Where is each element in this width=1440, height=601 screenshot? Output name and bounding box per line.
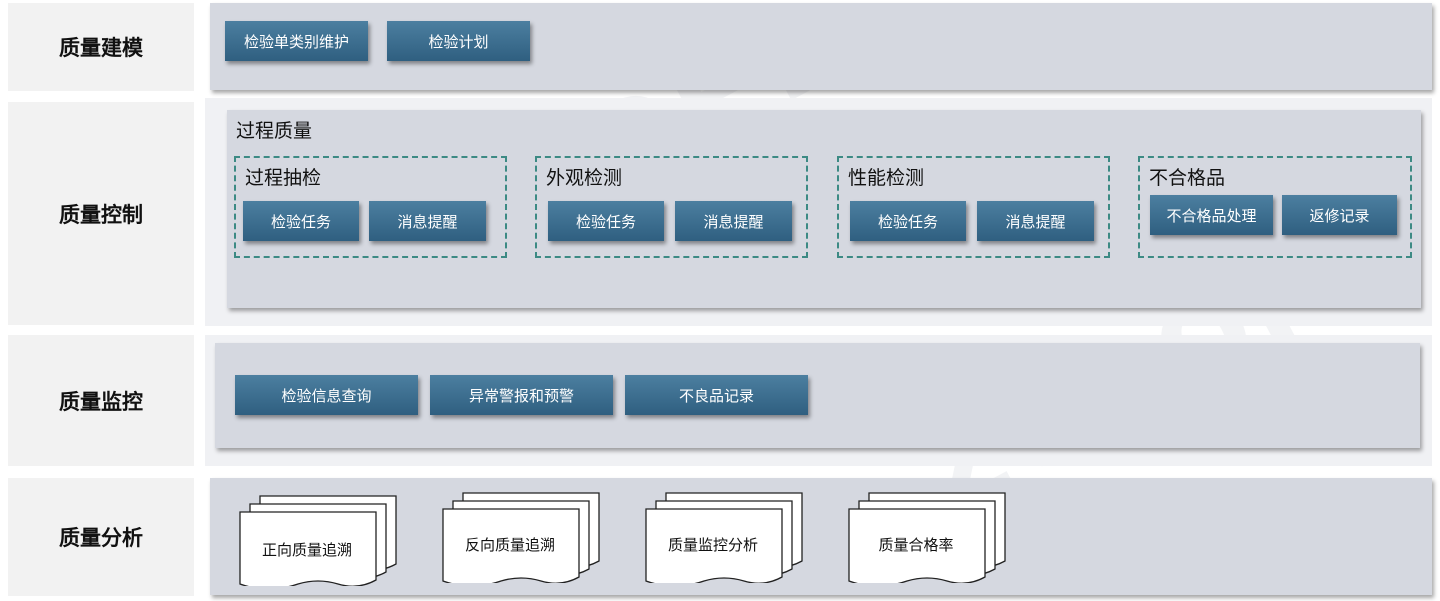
doc-reverse-trace[interactable]: 反向质量追溯: [441, 491, 601, 583]
process-sampling-reminder-button[interactable]: 消息提醒: [369, 201, 486, 241]
stacked-document-icon: [848, 492, 1006, 583]
inspection-query-button[interactable]: 检验信息查询: [235, 375, 418, 415]
doc-pass-rate[interactable]: 质量合格率: [847, 491, 1007, 583]
inspection-plan-button[interactable]: 检验计划: [387, 21, 530, 61]
doc-label-forward-trace: 正向质量追溯: [261, 540, 352, 559]
analysis-panel: [210, 478, 1432, 595]
appearance-reminder-button[interactable]: 消息提醒: [675, 201, 792, 241]
doc-label-monitoring-analysis: 质量监控分析: [667, 535, 758, 554]
nonconforming-handling-button[interactable]: 不合格品处理: [1150, 195, 1273, 235]
group-nonconforming: [1138, 156, 1412, 258]
row-label-monitoring: 质量监控: [8, 335, 194, 466]
defective-record-button[interactable]: 不良品记录: [625, 375, 808, 415]
group-process-sampling: [234, 156, 507, 258]
doc-forward-trace[interactable]: 正向质量追溯: [238, 494, 398, 586]
appearance-task-button[interactable]: 检验任务: [548, 201, 664, 241]
performance-task-button[interactable]: 检验任务: [850, 201, 966, 241]
group-title-nonconforming: 不合格品: [1149, 167, 1226, 189]
stacked-document-icon: [442, 492, 600, 583]
group-appearance-inspection: [535, 156, 808, 258]
row-label-analysis: 质量分析: [8, 478, 194, 596]
rework-record-button[interactable]: 返修记录: [1282, 195, 1397, 235]
doc-label-pass-rate: 质量合格率: [878, 535, 954, 554]
stacked-document-icon: [645, 492, 803, 583]
group-title-appearance-inspection: 外观检测: [546, 167, 623, 189]
process-quality-title: 过程质量: [236, 120, 313, 142]
row-label-modeling: 质量建模: [8, 3, 194, 91]
stacked-document-icon: [239, 495, 397, 586]
group-title-process-sampling: 过程抽检: [245, 167, 322, 189]
group-title-performance-inspection: 性能检测: [848, 167, 925, 189]
row-label-control: 质量控制: [8, 102, 194, 325]
doc-label-reverse-trace: 反向质量追溯: [464, 535, 555, 554]
performance-reminder-button[interactable]: 消息提醒: [977, 201, 1094, 241]
doc-monitoring-analysis[interactable]: 质量监控分析: [644, 491, 804, 583]
alarm-warning-button[interactable]: 异常警报和预警: [430, 375, 613, 415]
group-performance-inspection: [837, 156, 1110, 258]
process-sampling-task-button[interactable]: 检验任务: [243, 201, 359, 241]
inspection-category-button[interactable]: 检验单类别维护: [225, 21, 368, 61]
